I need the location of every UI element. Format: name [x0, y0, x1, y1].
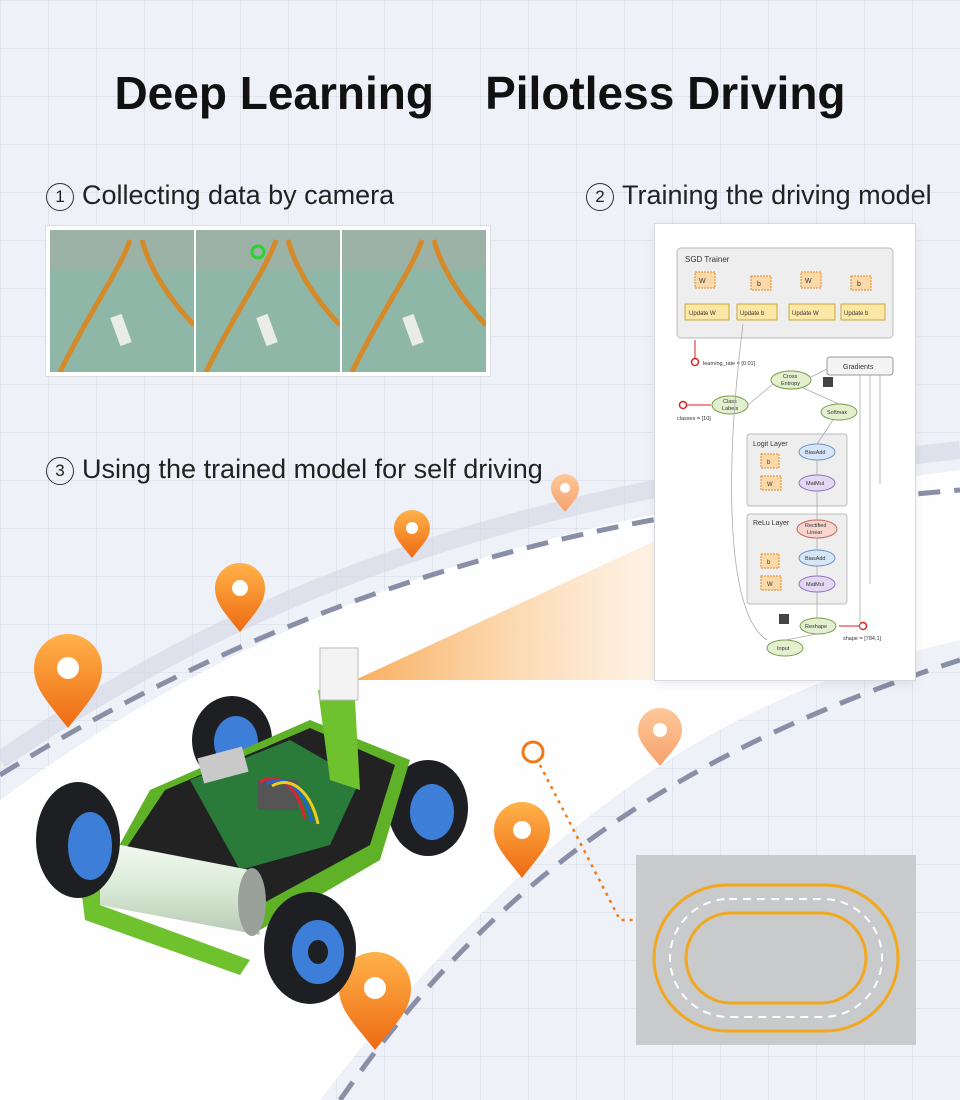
track-map: [636, 855, 916, 1045]
target-circle: [521, 740, 545, 764]
road-edge-top: [0, 441, 960, 768]
w-hd-label: W: [699, 278, 706, 285]
b-sm-label: b: [857, 281, 861, 288]
map-pin: [339, 952, 411, 1050]
learning-rate: learning_rate = [0.01]: [703, 361, 756, 367]
w-sm-label: W: [805, 278, 812, 285]
matmul-label: MatMul: [806, 582, 824, 588]
gradients-label: Gradients: [843, 364, 874, 371]
sgd-title: SGD Trainer: [685, 255, 730, 264]
matmul-label: MatMul: [806, 481, 824, 487]
update-label: Update W: [689, 311, 716, 317]
map-pin: [34, 634, 102, 728]
biasadd-label: BiasAdd: [805, 556, 826, 562]
w-hd-label: W: [767, 582, 773, 588]
reshape-label: Reshape: [805, 624, 827, 630]
cross-entropy-label: Cross: [783, 374, 798, 380]
camera-photos: [46, 226, 490, 376]
map-pin: [494, 802, 550, 878]
rectified-label: Rectified: [805, 523, 826, 529]
camera-frame: [196, 230, 340, 372]
relu-layer-title: ReLu Layer: [753, 520, 790, 527]
shape-label: shape = [784,1]: [843, 636, 882, 642]
class-labels-label: Class: [723, 399, 737, 405]
camera-frame: [50, 230, 194, 372]
camera-frame: [342, 230, 486, 372]
map-pin: [551, 474, 579, 512]
update-label: Update b: [740, 311, 765, 317]
softmax-label: Softmax: [827, 410, 847, 416]
lane-line-1: [0, 487, 960, 778]
map-pin: [638, 708, 682, 766]
class-labels-label: Labels: [722, 406, 738, 412]
cross-entropy-label: Entropy: [781, 381, 800, 387]
update-label: Update b: [844, 311, 869, 317]
map-pin: [394, 510, 430, 558]
training-diagram: SGD Trainer W b W b Update W Update b Up…: [655, 224, 915, 680]
b-sm-label: b: [767, 460, 771, 466]
pointer-line: [538, 764, 680, 922]
page-title: Deep Learning Pilotless Driving: [114, 67, 846, 119]
input-label: Input: [777, 646, 790, 652]
w-sm-label: W: [767, 482, 773, 488]
b-hd-label: b: [767, 560, 771, 566]
biasadd-label: BiasAdd: [805, 450, 826, 456]
robot-car: [36, 647, 468, 1004]
b-hd-label: b: [757, 281, 761, 288]
logit-layer-title: Logit Layer: [753, 441, 788, 448]
classes-label: classes = [10]: [677, 416, 711, 422]
update-label: Update W: [792, 311, 819, 317]
map-pin: [215, 563, 265, 632]
rectified-label: Linear: [807, 530, 822, 536]
